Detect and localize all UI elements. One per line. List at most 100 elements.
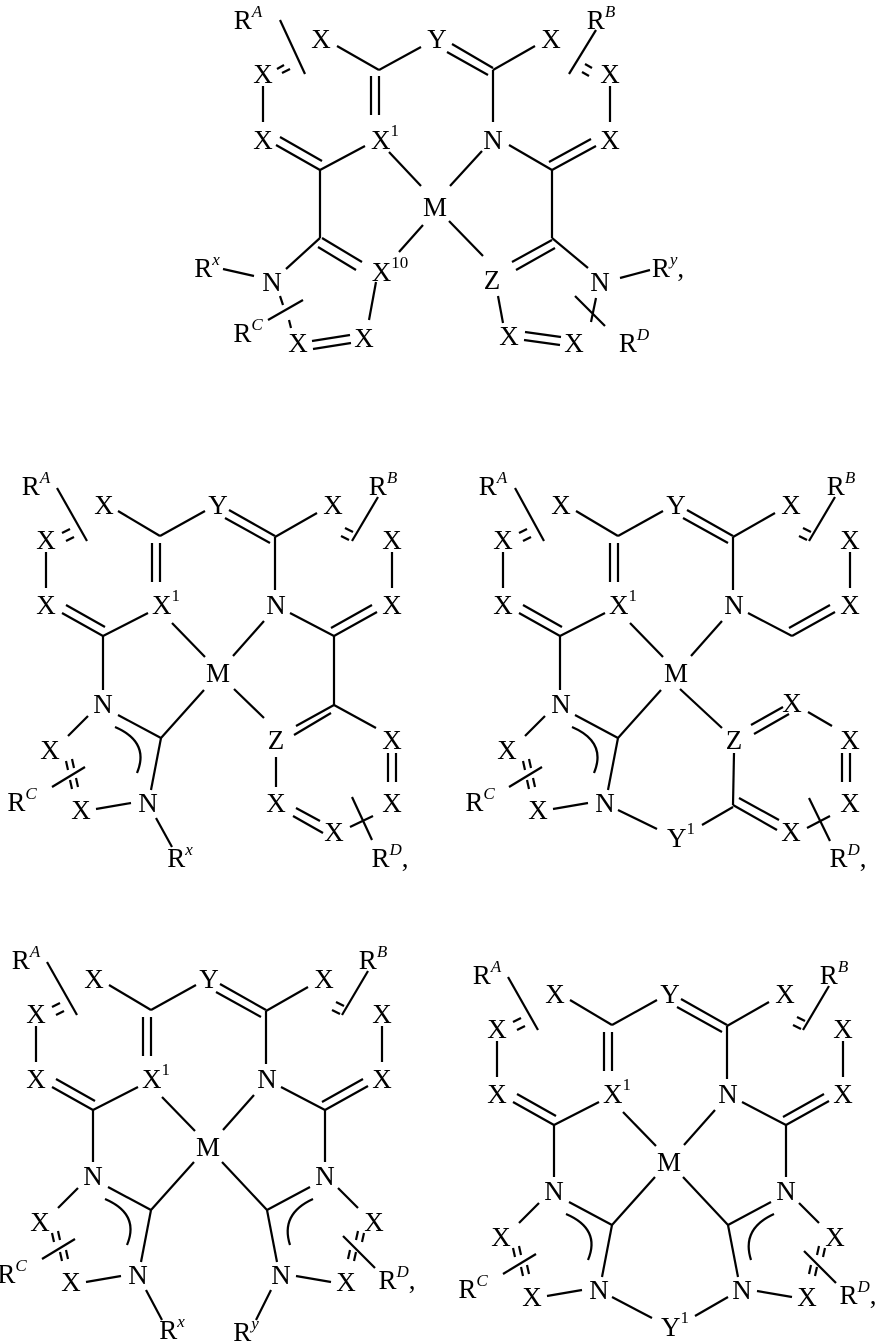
atom-Z: Z	[268, 725, 285, 755]
structure-2: RA X Y X RB X X X X1 N X M N Z X X RC X …	[7, 468, 408, 874]
atom-X: X	[522, 1282, 542, 1312]
atom-X: X	[71, 795, 91, 825]
atom-N: N	[271, 1260, 291, 1290]
substituent-RD: RD,	[829, 840, 866, 874]
substituent-RC: RC	[7, 784, 37, 818]
structure-1-labels: RA X Y X RB X X X X1 N X M Rx N X10 Z N …	[194, 2, 684, 359]
atom-X: X	[30, 1207, 50, 1237]
atom-X: X	[491, 1222, 511, 1252]
substituent-RC: RC	[465, 784, 495, 818]
atom-X: X	[382, 590, 402, 620]
atom-X: X	[493, 525, 513, 555]
atom-X: X	[600, 125, 620, 155]
atom-N: N	[724, 590, 744, 620]
substituent-Ry: Ry	[233, 1314, 259, 1344]
atom-X: X	[314, 964, 334, 994]
atom-N: N	[315, 1161, 335, 1191]
substituent-Ry: Ry,	[652, 250, 684, 284]
structure-4: RA X Y X RB X X X X1 N X M N N X X RC X …	[0, 942, 416, 1344]
atom-X: X	[840, 788, 860, 818]
structure-3-bonds	[501, 487, 852, 842]
substituent-RA: RA	[12, 942, 41, 976]
structure-2-labels: RA X Y X RB X X X X1 N X M N Z X X RC X …	[7, 468, 408, 874]
atom-Z: Z	[726, 725, 743, 755]
atom-X: X	[840, 590, 860, 620]
metal-M: M	[206, 658, 230, 688]
structure-5-bonds	[495, 976, 845, 1319]
atom-X: X	[40, 735, 60, 765]
atom-X: X	[323, 490, 343, 520]
substituent-RB: RB	[359, 942, 388, 976]
atom-X: X	[311, 24, 331, 54]
atom-X10: X10	[372, 253, 409, 288]
atom-X1: X1	[603, 1075, 631, 1110]
structure-3: RA X Y X RB X X X X1 N X M N X Z X X RC …	[465, 468, 866, 874]
atom-X: X	[36, 525, 56, 555]
substituent-Rx: Rx	[167, 840, 193, 874]
atom-N: N	[595, 788, 615, 818]
structure-1: RA X Y X RB X X X X1 N X M Rx N X10 Z N …	[194, 2, 684, 359]
atom-X: X	[541, 24, 561, 54]
atom-N: N	[262, 267, 282, 297]
atom-N: N	[544, 1176, 564, 1206]
atom-X: X	[382, 525, 402, 555]
atom-X: X	[493, 590, 513, 620]
atom-X: X	[487, 1079, 507, 1109]
atom-X: X	[497, 735, 517, 765]
substituent-RB: RB	[827, 468, 856, 502]
atom-X: X	[372, 999, 392, 1029]
atom-Y: Y	[427, 24, 447, 54]
substituent-RC: RC	[458, 1271, 488, 1305]
atom-X: X	[781, 817, 801, 847]
atom-N: N	[128, 1260, 148, 1290]
structure-1-bonds	[222, 19, 651, 351]
structure-4-bonds	[34, 961, 384, 1321]
atom-X: X	[26, 1064, 46, 1094]
atom-X: X	[825, 1222, 845, 1252]
metal-M: M	[196, 1132, 220, 1162]
substituent-Rx: Rx	[159, 1312, 185, 1344]
atom-X: X	[775, 979, 795, 1009]
metal-M: M	[664, 658, 688, 688]
atom-X: X	[266, 788, 286, 818]
substituent-RB: RB	[587, 2, 616, 36]
atom-Y: Y	[666, 490, 686, 520]
atom-Y: Y	[199, 964, 219, 994]
metal-M: M	[423, 192, 447, 222]
atom-X: X	[354, 323, 374, 353]
substituent-RC: RC	[233, 315, 263, 349]
atom-X: X	[487, 1014, 507, 1044]
structure-4-labels: RA X Y X RB X X X X1 N X M N N X X RC X …	[0, 942, 416, 1344]
atom-X: X	[781, 490, 801, 520]
substituent-RD: RD,	[839, 1277, 876, 1311]
atom-X1: X1	[371, 121, 399, 156]
atom-X: X	[324, 817, 344, 847]
atom-X: X	[528, 795, 548, 825]
atom-N: N	[138, 788, 158, 818]
atom-X: X	[61, 1267, 81, 1297]
atom-X1: X1	[152, 586, 180, 621]
substituent-RD: RD	[619, 325, 650, 359]
substituent-RD: RD,	[371, 840, 408, 874]
atom-N: N	[551, 689, 571, 719]
substituent-RD: RD,	[378, 1262, 415, 1296]
atom-X: X	[364, 1207, 384, 1237]
atom-X: X	[36, 590, 56, 620]
atom-N: N	[589, 1275, 609, 1305]
substituent-RA: RA	[234, 2, 263, 36]
substituent-Rx: Rx	[194, 250, 220, 284]
atom-Y1: Y1	[661, 1308, 689, 1343]
atom-N: N	[590, 267, 610, 297]
atom-X: X	[833, 1014, 853, 1044]
substituent-RB: RB	[369, 468, 398, 502]
atom-X: X	[551, 490, 571, 520]
structure-3-labels: RA X Y X RB X X X X1 N X M N X Z X X RC …	[465, 468, 866, 874]
atom-N: N	[257, 1064, 277, 1094]
atom-X: X	[797, 1282, 817, 1312]
structure-5-labels: RA X Y X RB X X X X1 N X M N N X X RC X …	[458, 957, 876, 1343]
atom-Y: Y	[660, 979, 680, 1009]
atom-N: N	[732, 1275, 752, 1305]
structure-2-bonds	[44, 487, 398, 848]
atom-N: N	[83, 1161, 103, 1191]
